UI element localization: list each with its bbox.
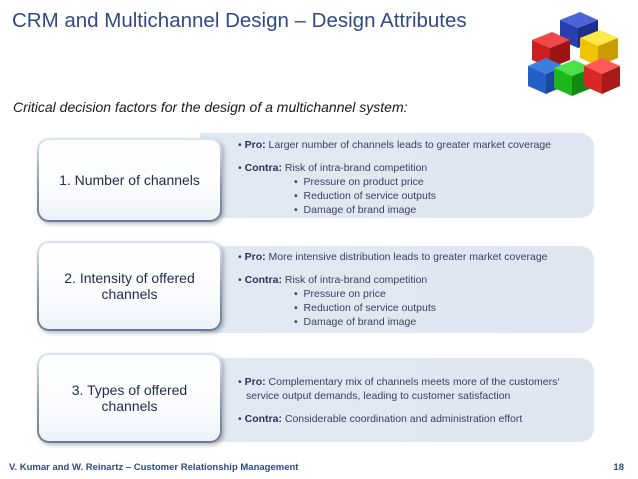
factor-3-pro: • Pro: Complementary mix of channels mee… [238,376,560,388]
factor-1-sub-item: • Pressure on product price [294,176,424,188]
factor-1-pro: • Pro: Larger number of channels leads t… [238,139,552,151]
factor-2-card: 2. Intensity of offered channels [37,241,222,331]
slide-title: CRM and Multichannel Design – Design Att… [12,9,467,32]
factor-2-label: 2. Intensity of offered channels [39,243,220,329]
factor-1-label: 1. Number of channels [39,140,220,220]
factor-1-contra: • Contra: Risk of intra-brand competitio… [238,162,428,174]
colored-cubes-image [528,12,620,96]
factor-3-pro-continued: service output demands, leading to custo… [246,390,511,402]
factor-2-details-panel [200,246,594,333]
factor-1-details: • Pro: Larger number of channels leads t… [238,138,551,217]
factor-2-contra: • Contra: Risk of intra-brand competitio… [238,274,428,286]
factor-2-sub-item: • Reduction of service outputs [294,302,437,314]
factor-2-pro: • Pro: More intensive distribution leads… [238,251,548,263]
factor-1-sub-item: • Damage of brand image [294,204,417,216]
factor-2-details: • Pro: More intensive distribution leads… [238,250,548,329]
slide-subtitle: Critical decision factors for the design… [13,99,408,115]
factor-1-details-panel [200,133,594,218]
factor-2-sub-item: • Pressure on price [294,288,386,300]
factor-3-card: 3. Types of offered channels [37,353,222,443]
factor-1-card: 1. Number of channels [37,138,222,222]
factor-2-sub-item: • Damage of brand image [294,316,417,328]
factor-3-contra: • Contra: Considerable coordination and … [238,413,523,425]
factor-1-sub-item: • Reduction of service outputs [294,190,437,202]
factor-3-details-panel [200,358,594,442]
factor-3-label: 3. Types of offered channels [39,355,220,441]
page-number: 18 [613,462,624,473]
footer-source: V. Kumar and W. Reinartz – Customer Rela… [9,462,299,473]
factor-3-details: • Pro: Complementary mix of channels mee… [238,375,560,426]
